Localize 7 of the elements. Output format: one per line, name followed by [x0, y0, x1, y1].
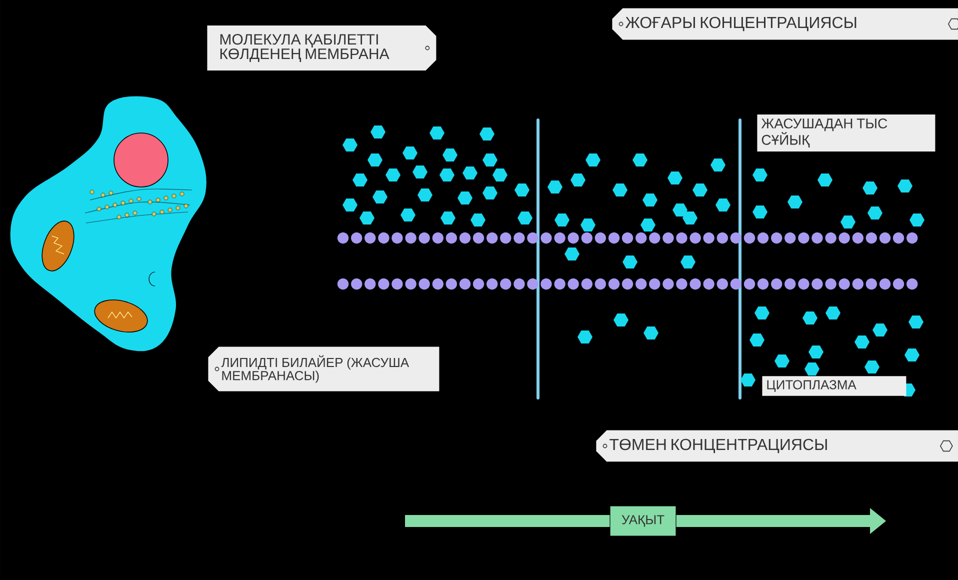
tag-label: ТӨМЕН КОНЦЕНТРАЦИЯСЫ — [596, 430, 958, 462]
label-box: ЦИТОПЛАЗМА — [762, 376, 906, 396]
label-box: УАҚЫТ — [610, 506, 676, 536]
tag-label: ЖОҒАРЫ КОНЦЕНТРАЦИЯСЫ — [612, 8, 958, 40]
tag-label: МОЛЕКУЛА ҚАБІЛЕТТІ КӨЛДЕНЕҢ МЕМБРАНА — [207, 26, 436, 70]
tag-label: ЛИПИДТІ БИЛАЙЕР (ЖАСУША МЕМБРАНАСЫ) — [208, 346, 440, 392]
label-box: ЖАСУШАДАН ТЫС СҰЙЫҚ — [757, 114, 936, 152]
